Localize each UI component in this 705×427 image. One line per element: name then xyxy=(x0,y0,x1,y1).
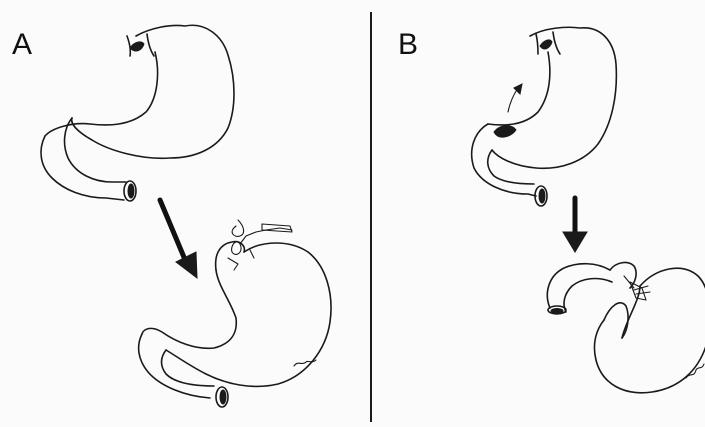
arrow-b xyxy=(563,198,587,252)
stomach-a-before xyxy=(41,25,234,201)
stomach-b-before xyxy=(472,27,617,206)
stomach-b-after xyxy=(547,263,705,393)
arrow-a xyxy=(160,200,197,278)
stomach-a-after xyxy=(139,220,331,407)
